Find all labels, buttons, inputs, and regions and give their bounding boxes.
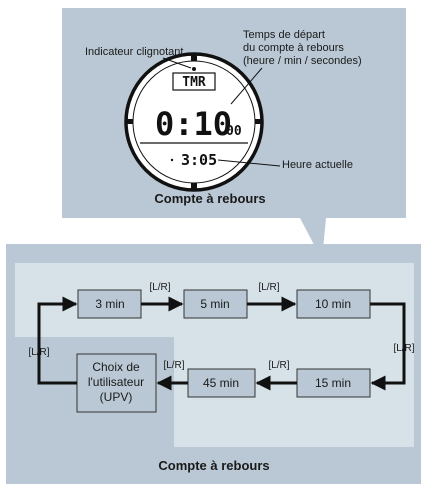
bottom-panel [6, 244, 421, 484]
box-user-line-2: l'utilisateur [88, 375, 144, 389]
pm-dot [170, 158, 174, 162]
key-label-5: [L/R] [163, 360, 184, 371]
box-3-min-label: 3 min [95, 297, 124, 311]
box-user-line-1: Choix de [92, 360, 140, 374]
box-15-min-label: 15 min [315, 376, 351, 390]
timer-seconds-digits: 00 [226, 124, 242, 139]
top-caption: Compte à rebours [154, 191, 265, 206]
bezel-mark-bottom [191, 183, 197, 189]
callout-current-time-line [217, 159, 281, 167]
callout-indicator-line [162, 57, 192, 69]
box-user-choice [76, 353, 157, 413]
sequence-boxes: 3 min 5 min 10 min 15 min 45 min Choix d… [76, 289, 371, 413]
box-45-min [187, 368, 256, 398]
callout-current-time-label: Heure actuelle [282, 159, 353, 171]
bottom-caption: Compte à rebours [158, 458, 269, 473]
box-10-min [296, 289, 371, 319]
callout-start-line-3: (heure / min / secondes) [243, 55, 362, 67]
callout-start-line [230, 67, 263, 105]
key-labels: [L/R] [L/R] [L/R] [L/R] [L/R] [L/R] [28, 282, 414, 371]
key-label-2: [L/R] [258, 282, 279, 293]
callouts: Indicateur clignotant Temps de départ du… [85, 29, 362, 171]
box-5-min-label: 5 min [200, 297, 229, 311]
callout-start-line-1: Temps de départ [243, 29, 325, 41]
key-label-6: [L/R] [28, 347, 49, 358]
bezel-mark-top [191, 55, 197, 61]
watch-face: TMR 0:10 00 3:05 [124, 52, 264, 192]
arrow-10-to-15 [370, 302, 406, 391]
mode-display-box [172, 72, 216, 91]
bezel-mark-left [126, 119, 133, 124]
box-10-min-label: 10 min [315, 297, 351, 311]
key-label-3: [L/R] [393, 343, 414, 354]
current-time-digits: 3:05 [181, 151, 217, 169]
box-user-line-3: (UPV) [100, 390, 133, 404]
callout-start-line-2: du compte à rebours [243, 42, 344, 54]
box-45-min-label: 45 min [203, 376, 239, 390]
box-3-min [77, 289, 142, 319]
sequence-arrows [37, 296, 406, 391]
arrow-user-to-3 [37, 296, 78, 385]
mode-label: TMR [182, 75, 206, 90]
blinking-indicator-dot [192, 67, 196, 71]
key-label-4: [L/R] [268, 360, 289, 371]
bezel-mark-right [255, 119, 262, 124]
timer-main-digits: 0:10 [155, 105, 232, 143]
key-label-1: [L/R] [149, 282, 170, 293]
callout-indicator-label: Indicateur clignotant [85, 46, 183, 58]
